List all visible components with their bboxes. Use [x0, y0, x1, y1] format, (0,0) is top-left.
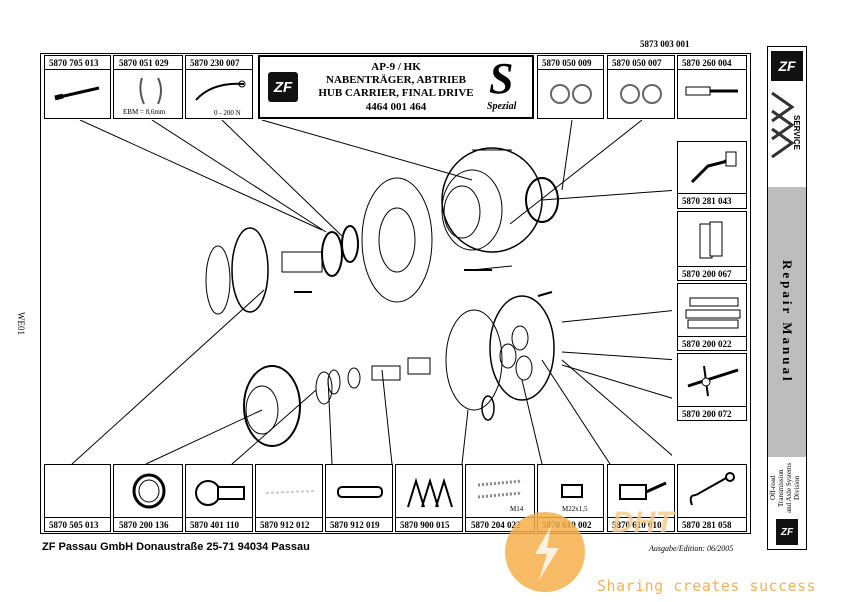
tool-part-number: 5870 281 043 — [682, 196, 732, 206]
tool-cell-bottom-10[interactable]: 5870 281 058 — [677, 464, 747, 532]
lightning-icon — [535, 526, 559, 580]
tool-cell-bottom-3[interactable]: 5870 401 110 — [185, 464, 253, 532]
puller-assembly-icon — [195, 480, 245, 506]
hook-wrench-icon — [690, 151, 737, 184]
title-english: HUB CARRIER, FINAL DRIVE — [318, 87, 474, 99]
spezial-s-icon: S — [489, 54, 514, 103]
division-line-1: Off-road Transmission — [769, 469, 785, 507]
tool-part-number: 5870 610 010 — [612, 520, 662, 530]
watermark-brand: DHT — [612, 506, 674, 539]
service-logo: SERVICE — [768, 85, 806, 185]
watermark-circle-icon — [505, 512, 585, 592]
division-line-2: and Axle Systems — [785, 462, 793, 514]
tool-cell-bottom-7[interactable]: M14 5870 204 022 — [465, 464, 535, 532]
tool-cell-right-1[interactable]: 5870 281 043 — [677, 141, 747, 209]
gauge-blocks-icon — [699, 221, 723, 259]
tool-cell-top-4[interactable]: 5870 050 009 — [537, 55, 604, 119]
tool-part-number: 5870 200 072 — [682, 409, 732, 419]
pin-punch-icon — [54, 86, 100, 101]
tool-part-number: 5870 705 013 — [49, 58, 99, 68]
exploded-assembly-drawing — [71, 120, 672, 464]
tool-note: EBM = 8,6mm — [123, 108, 166, 116]
sleeve-ring-icon — [132, 473, 166, 509]
tool-note: 0 - 200 N — [214, 109, 241, 117]
title-block: AP-9 / HK NABENTRÄGER, ABTRIEB HUB CARRI… — [258, 55, 534, 119]
watermark-slogan: Sharing creates success — [597, 577, 817, 595]
tool-cell-bottom-6[interactable]: 5870 900 015 — [395, 464, 463, 532]
tool-part-number: 5870 505 013 — [49, 520, 99, 530]
tool-part-number: 5870 900 015 — [400, 520, 450, 530]
tool-cell-top-5[interactable]: 5870 050 007 — [607, 55, 675, 119]
tool-part-number: 5870 912 012 — [260, 520, 310, 530]
tool-part-number: 5870 281 058 — [682, 520, 732, 530]
zf-logo-sidebar: ZF — [771, 51, 803, 81]
tool-part-number: 5870 260 004 — [682, 58, 732, 68]
footer-edition: Ausgabe/Edition: 06/2005 — [649, 544, 734, 553]
title-german: NABENTRÄGER, ABTRIEB — [326, 74, 466, 86]
spring-balance-icon — [195, 80, 246, 101]
top-part-number: 5873 003 001 — [640, 39, 690, 49]
side-code: WE01 — [16, 312, 26, 335]
slide-hammer-icon — [619, 481, 667, 500]
service-stripes-icon — [771, 91, 795, 159]
tool-cell-bottom-9[interactable]: 5870 610 010 — [607, 464, 675, 532]
sidebar-grey-band — [768, 187, 806, 457]
tool-note: M14 — [510, 505, 524, 513]
title-model: AP-9 / HK — [371, 61, 421, 73]
leader-line — [221, 120, 343, 237]
zf-logo: ZF — [268, 72, 298, 102]
threaded-adapter-icon — [561, 484, 583, 498]
tool-cell-top-6[interactable]: 5870 260 004 — [677, 55, 747, 119]
manual-sidebar: ZF SERVICE Repair Manual Off-road Transm… — [767, 46, 807, 550]
tool-part-number: 5870 200 136 — [119, 520, 169, 530]
footer-company: ZF Passau GmbH Donaustraße 25-71 94034 P… — [42, 541, 310, 553]
tool-cell-right-4[interactable]: 5870 200 072 — [677, 353, 747, 421]
threaded-bolts-icon — [477, 479, 523, 499]
tool-note: M22x1,5 — [562, 505, 588, 513]
puller-jaw-icon — [620, 84, 662, 104]
rail-fixture-icon — [685, 297, 741, 329]
zf-logo-sidebar-bottom: ZF — [776, 519, 798, 545]
tool-cell-right-2[interactable]: 5870 200 067 — [677, 211, 747, 281]
service-label: SERVICE — [792, 115, 801, 150]
tool-cell-bottom-5[interactable]: 5870 912 019 — [325, 464, 393, 532]
tool-part-number: 5870 200 067 — [682, 269, 732, 279]
spezial-label: Spezial — [487, 101, 517, 112]
mandrel-icon — [337, 486, 383, 498]
tool-cell-top-1[interactable]: 5870 705 013 — [44, 55, 111, 119]
measuring-bar-icon — [687, 365, 739, 397]
tool-cell-bottom-1[interactable]: 5870 505 013 — [44, 464, 111, 532]
faint-tool-icon — [265, 490, 315, 494]
title-part-number: 4464 001 464 — [365, 101, 427, 113]
tool-part-number: 5870 230 007 — [190, 58, 240, 68]
drawing-frame — [40, 53, 751, 534]
tool-cell-right-3[interactable]: 5870 200 022 — [677, 283, 747, 351]
tool-part-number: 5870 912 019 — [330, 520, 380, 530]
spezial-logo: S Spezial — [485, 54, 531, 117]
driver-tool-icon — [685, 86, 738, 96]
leader-line — [151, 120, 327, 233]
tool-cell-bottom-4[interactable]: 5870 912 012 — [255, 464, 323, 532]
tool-part-number: 5870 204 022 — [471, 520, 521, 530]
leader-line — [79, 120, 323, 231]
tool-part-number: 5870 200 022 — [682, 339, 732, 349]
pliers-set-icon — [407, 477, 453, 508]
tool-cell-top-2[interactable]: 5870 051 029 EBM = 8,6mm — [113, 55, 183, 119]
tool-part-number: 5870 050 007 — [612, 58, 662, 68]
clamp-icon — [139, 77, 162, 105]
tool-part-number: 5870 050 009 — [542, 58, 592, 68]
puller-jaw-icon — [550, 84, 592, 104]
tool-part-number: 5870 401 110 — [190, 520, 240, 530]
division-line-3: Division — [793, 475, 801, 501]
tool-part-number: 5870 051 029 — [119, 58, 169, 68]
repair-manual-label: Repair Manual — [780, 260, 795, 384]
hook-tool-icon — [689, 472, 735, 506]
tool-cell-bottom-2[interactable]: 5870 200 136 — [113, 464, 183, 532]
tool-cell-top-3[interactable]: 5870 230 007 0 - 200 N — [185, 55, 253, 119]
division-label: Off-road Transmission and Axle Systems D… — [769, 459, 805, 517]
